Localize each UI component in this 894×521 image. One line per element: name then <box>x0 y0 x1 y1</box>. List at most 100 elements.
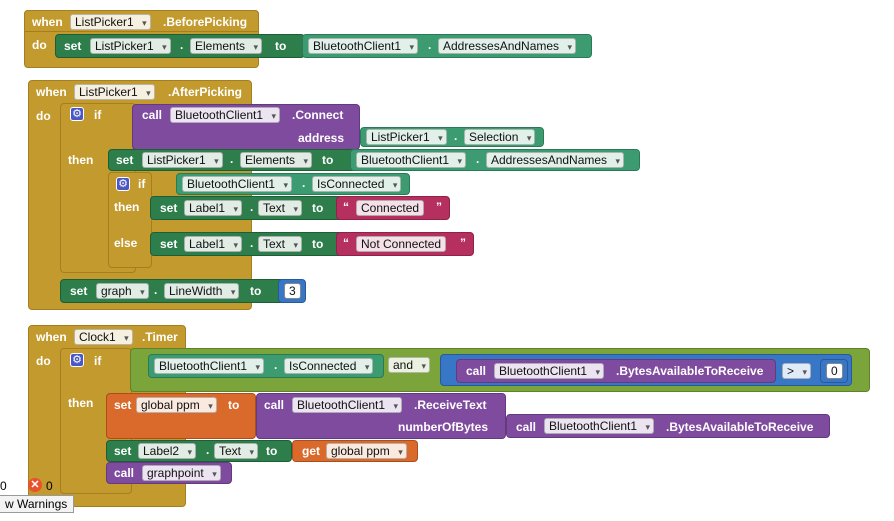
close-quote: ” <box>460 236 466 250</box>
label-component-dropdown[interactable]: Label1▾ <box>184 236 243 252</box>
label-property-dropdown[interactable]: Text▾ <box>258 236 303 252</box>
label-property-dropdown[interactable]: Text▾ <box>214 443 259 459</box>
event-name: .Timer <box>142 330 178 344</box>
set-label-block[interactable] <box>106 440 292 462</box>
method-name: .BytesAvailableToReceive <box>666 420 814 434</box>
to-keyword: to <box>250 284 262 298</box>
dot-separator: . <box>250 236 254 250</box>
chevron-down-icon: ▾ <box>140 287 145 297</box>
gear-icon[interactable]: ⚙ <box>116 177 130 191</box>
chevron-down-icon: ▾ <box>526 133 532 143</box>
set-component-dropdown[interactable]: ListPicker1▾ <box>142 152 223 168</box>
graph-component-dropdown[interactable]: graph▾ <box>96 283 149 299</box>
do-keyword: do <box>36 109 51 123</box>
errors-count: 0 <box>46 479 53 493</box>
bt-property-dropdown[interactable]: IsConnected▾ <box>284 358 374 374</box>
label-property-dropdown[interactable]: Text▾ <box>258 200 303 216</box>
call-component-dropdown[interactable]: BluetoothClient1▾ <box>494 363 605 379</box>
bt-property-dropdown[interactable]: AddressesAndNames▾ <box>438 38 577 54</box>
set-keyword: set <box>160 237 178 251</box>
call-component-dropdown[interactable]: BluetoothClient1▾ <box>292 397 403 413</box>
set-keyword: set <box>114 398 132 412</box>
chevron-down-icon: ▾ <box>146 88 151 98</box>
dot-separator: . <box>302 176 306 190</box>
method-name: .ReceiveText <box>414 398 487 412</box>
event-component-dropdown[interactable]: ListPicker1▾ <box>74 84 155 100</box>
selection-property-dropdown[interactable]: Selection▾ <box>464 129 536 145</box>
set-property-dropdown[interactable]: Elements▾ <box>240 152 313 168</box>
number-value-field[interactable]: 0 <box>826 363 843 379</box>
chevron-down-icon: ▾ <box>392 180 398 190</box>
variable-name-dropdown[interactable]: global ppm▾ <box>136 397 217 413</box>
if-keyword: if <box>138 177 146 191</box>
call-keyword: call <box>264 398 285 412</box>
method-name: .Connect <box>292 108 344 122</box>
text-value-field[interactable]: Connected <box>356 200 425 216</box>
chevron-down-icon: ▾ <box>393 401 399 411</box>
linewidth-property-dropdown[interactable]: LineWidth▾ <box>164 283 240 299</box>
when-keyword: when <box>32 15 63 29</box>
nested-if-block[interactable] <box>108 172 152 268</box>
get-variable-dropdown[interactable]: global ppm▾ <box>326 443 407 459</box>
when-keyword: when <box>36 85 67 99</box>
then-keyword: then <box>68 153 94 167</box>
chevron-down-icon: ▾ <box>364 362 370 372</box>
bt-component-dropdown[interactable]: BluetoothClient1▾ <box>154 358 265 374</box>
do-keyword: do <box>32 38 47 52</box>
chevron-down-icon: ▾ <box>595 367 601 377</box>
dot-separator: . <box>230 152 234 166</box>
chevron-down-icon: ▾ <box>187 447 193 457</box>
number-value-field[interactable]: 3 <box>284 283 301 299</box>
set-property-dropdown[interactable]: Elements▾ <box>190 38 263 54</box>
gear-icon[interactable]: ⚙ <box>70 353 84 367</box>
show-warnings-button[interactable]: w Warnings <box>0 495 75 513</box>
to-keyword: to <box>228 398 240 412</box>
call-keyword: call <box>516 420 537 434</box>
then-keyword: then <box>68 396 94 410</box>
and-operator-dropdown[interactable]: and▾ <box>388 357 431 373</box>
set-label-block[interactable] <box>150 196 350 220</box>
bt-component-dropdown[interactable]: BluetoothClient1▾ <box>356 152 467 168</box>
bt-property-dropdown[interactable]: IsConnected▾ <box>312 176 402 192</box>
chevron-down-icon: ▾ <box>398 447 403 457</box>
chevron-down-icon: ▾ <box>615 156 621 166</box>
chevron-down-icon: ▾ <box>233 240 239 250</box>
chevron-down-icon: ▾ <box>208 401 213 411</box>
error-x-icon: ✕ <box>28 478 42 492</box>
event-component-dropdown[interactable]: Clock1▾ <box>74 329 133 345</box>
dot-separator: . <box>476 152 480 166</box>
call-keyword: call <box>142 108 163 122</box>
text-value-field[interactable]: Not Connected <box>356 236 447 252</box>
event-component-dropdown[interactable]: ListPicker1▾ <box>70 14 151 30</box>
label-component-dropdown[interactable]: Label1▾ <box>184 200 243 216</box>
label-component-dropdown[interactable]: Label2▾ <box>138 443 197 459</box>
bt-component-dropdown[interactable]: BluetoothClient1▾ <box>182 176 293 192</box>
if-keyword: if <box>94 354 102 368</box>
chevron-down-icon: ▾ <box>293 204 299 214</box>
call-component-dropdown[interactable]: BluetoothClient1▾ <box>544 418 655 434</box>
selection-component-dropdown[interactable]: ListPicker1▾ <box>366 129 447 145</box>
chevron-down-icon: ▾ <box>303 156 309 166</box>
bt-component-dropdown[interactable]: BluetoothClient1▾ <box>308 38 419 54</box>
call-keyword: call <box>466 364 487 378</box>
chevron-down-icon: ▾ <box>271 111 277 121</box>
gear-icon[interactable]: ⚙ <box>70 107 84 121</box>
chevron-down-icon: ▾ <box>802 367 808 377</box>
if-keyword: if <box>94 108 102 122</box>
dot-separator: . <box>454 129 458 143</box>
set-keyword: set <box>64 39 82 53</box>
method-name: .BytesAvailableToReceive <box>616 364 764 378</box>
call-component-dropdown[interactable]: BluetoothClient1▾ <box>170 107 281 123</box>
compare-operator-dropdown[interactable]: >▾ <box>782 363 812 379</box>
set-keyword: set <box>116 153 134 167</box>
dot-separator: . <box>180 38 184 52</box>
set-label-block[interactable] <box>150 232 350 256</box>
chevron-down-icon: ▾ <box>214 156 219 166</box>
chevron-down-icon: ▾ <box>438 133 443 143</box>
procedure-name-dropdown[interactable]: graphpoint▾ <box>142 465 221 481</box>
dot-separator: . <box>154 283 158 297</box>
event-name: .AfterPicking <box>168 85 243 99</box>
close-quote: ” <box>436 200 442 214</box>
bt-property-dropdown[interactable]: AddressesAndNames▾ <box>486 152 625 168</box>
set-component-dropdown[interactable]: ListPicker1▾ <box>90 38 171 54</box>
